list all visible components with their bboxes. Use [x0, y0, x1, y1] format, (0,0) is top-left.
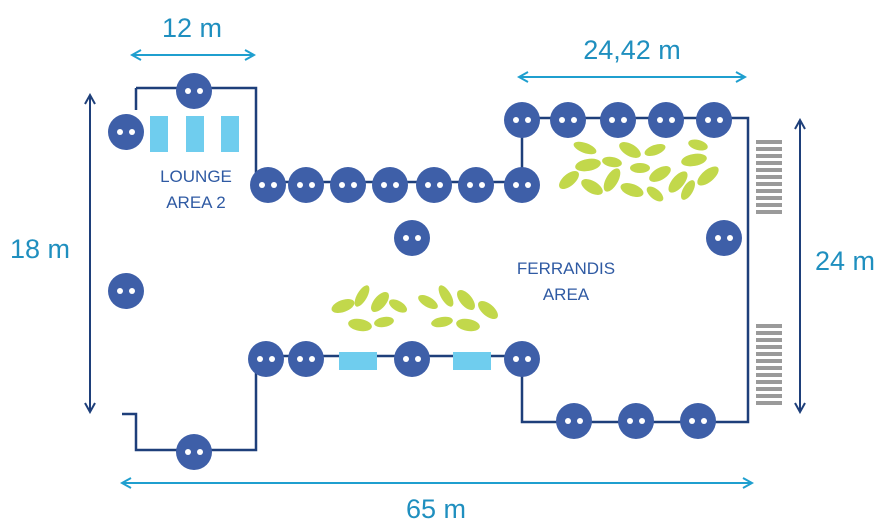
power-outlet-icon — [108, 114, 144, 150]
ferrandis-area-label-line2: AREA — [543, 285, 590, 304]
power-outlet-icon — [372, 167, 408, 203]
power-outlet-icon — [108, 273, 144, 309]
dimension-label-bottom: 65 m — [406, 494, 466, 524]
tables — [150, 116, 491, 370]
power-outlet-icon — [680, 403, 716, 439]
plant-cluster-bottom-right — [418, 285, 498, 332]
power-outlet-icon — [394, 220, 430, 256]
plant-cluster-top-right — [559, 139, 719, 202]
outlets — [108, 73, 742, 470]
bottom-table-2 — [453, 352, 491, 370]
lounge-area-label-line1: LOUNGE — [160, 167, 232, 186]
stairs — [756, 140, 782, 405]
stairs-upper — [756, 140, 782, 214]
power-outlet-icon — [250, 167, 286, 203]
ferrandis-area-label-line1: FERRANDIS — [517, 259, 615, 278]
wall-left-room — [122, 86, 750, 452]
dimension-label-top-right: 24,42 m — [583, 35, 681, 65]
plant-cluster-bottom-left — [331, 285, 408, 332]
power-outlet-icon — [330, 167, 366, 203]
power-outlet-icon — [248, 341, 284, 377]
plants — [331, 139, 719, 332]
dimension-lines — [90, 55, 800, 483]
lounge-table-2 — [186, 116, 204, 152]
lounge-table-3 — [221, 116, 239, 152]
power-outlet-icon — [550, 102, 586, 138]
dimension-label-right: 24 m — [815, 246, 875, 276]
power-outlet-icon — [176, 434, 212, 470]
power-outlet-icon — [416, 167, 452, 203]
dimension-label-top-left: 12 m — [162, 13, 222, 43]
power-outlet-icon — [288, 167, 324, 203]
stairs-lower — [756, 324, 782, 405]
power-outlet-icon — [458, 167, 494, 203]
power-outlet-icon — [600, 102, 636, 138]
power-outlet-icon — [504, 341, 540, 377]
power-outlet-icon — [504, 167, 540, 203]
power-outlet-icon — [648, 102, 684, 138]
power-outlet-icon — [696, 102, 732, 138]
power-outlet-icon — [618, 403, 654, 439]
power-outlet-icon — [176, 73, 212, 109]
power-outlet-icon — [504, 102, 540, 138]
power-outlet-icon — [394, 341, 430, 377]
power-outlet-icon — [556, 403, 592, 439]
power-outlet-icon — [288, 341, 324, 377]
lounge-area-label-line2: AREA 2 — [166, 193, 226, 212]
dimension-label-left: 18 m — [10, 234, 70, 264]
lounge-table-1 — [150, 116, 168, 152]
walls — [122, 86, 750, 452]
power-outlet-icon — [706, 220, 742, 256]
bottom-table-1 — [339, 352, 377, 370]
